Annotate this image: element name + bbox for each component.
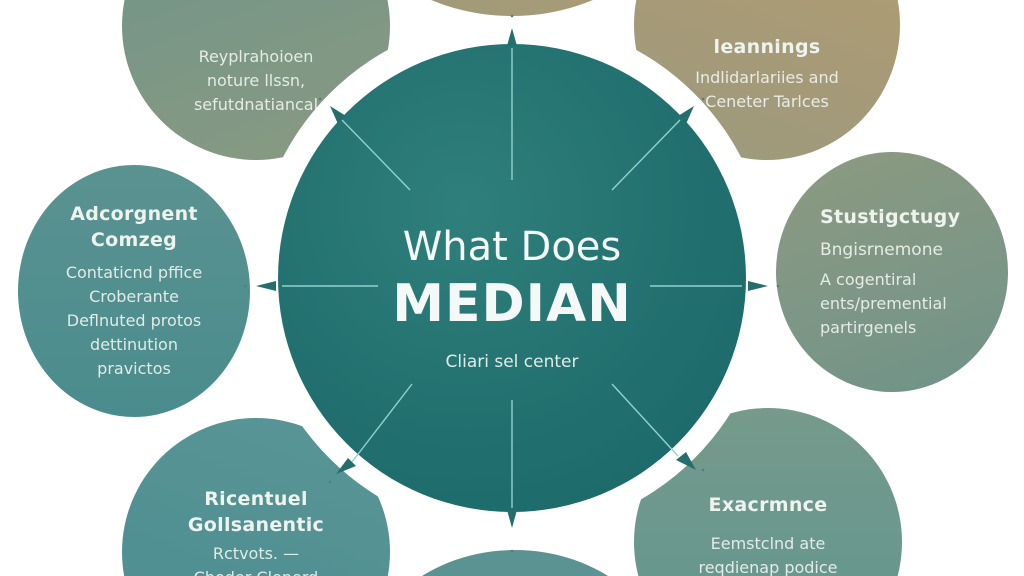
petal-text: sefutdnatiancal [193, 95, 319, 114]
petal-text: A cogentiral [820, 270, 917, 289]
petal-text: Contaticnd pffice [65, 263, 203, 282]
hub-text: What Does MEDIAN Cliari sel center [278, 44, 746, 512]
petal-text: Eemstclnd ate [710, 534, 826, 553]
petal-text: Deflnuted protos [66, 311, 202, 330]
center-title-line1: What Does [402, 224, 622, 270]
petal-text: Croberante [89, 287, 179, 306]
petal-text: Indlidarlariies and [695, 68, 839, 87]
petal-text: partirgenels [820, 318, 917, 337]
petal-text: Bngisrnemone [820, 240, 943, 260]
petal-text: pravictos [97, 359, 171, 378]
petal-right: Stustigctugy Bngisrnemone A cogentiral e… [776, 152, 1008, 392]
petal-title: Exacrmnce [708, 494, 828, 516]
arrow-down-icon [507, 510, 517, 528]
arrow-right-icon [748, 281, 768, 291]
petal-title: leannings [713, 36, 821, 58]
petal-text: Reyplrahoioen [198, 47, 314, 66]
arrow-down-right-icon [676, 452, 696, 470]
petal-text: dettinution [90, 335, 178, 354]
petal-title: Stustigctugy [820, 206, 961, 228]
petal-text: Rctvots. — [212, 544, 300, 563]
petal-text: Ceneter Tarlces [705, 92, 829, 111]
spoke-lines [282, 48, 742, 508]
petal-title: Adcorgnent Comzeg [70, 203, 198, 251]
arrow-down-left-icon [336, 458, 356, 474]
petal-left: Adcorgnent Comzeg Contaticnd pffice Crob… [18, 165, 250, 417]
center-title-line2: MEDIAN [392, 274, 632, 334]
center-subtitle: Cliari sel center [445, 352, 579, 372]
petal-text: ents/premential [820, 294, 947, 313]
petal-text: Choder Clenerd [166, 566, 346, 576]
petal-title: Ricentuel Gollsanentic [187, 488, 325, 536]
arrow-left-icon [256, 281, 276, 291]
arrowheads [256, 28, 768, 528]
petal-text: noture llssn, [206, 71, 306, 90]
arrow-up-right-icon [678, 106, 694, 124]
petal-text: reqdienap podice [698, 558, 838, 576]
spoke-dots [243, 14, 780, 553]
arrow-up-icon [507, 28, 517, 46]
arrow-up-left-icon [330, 106, 346, 124]
